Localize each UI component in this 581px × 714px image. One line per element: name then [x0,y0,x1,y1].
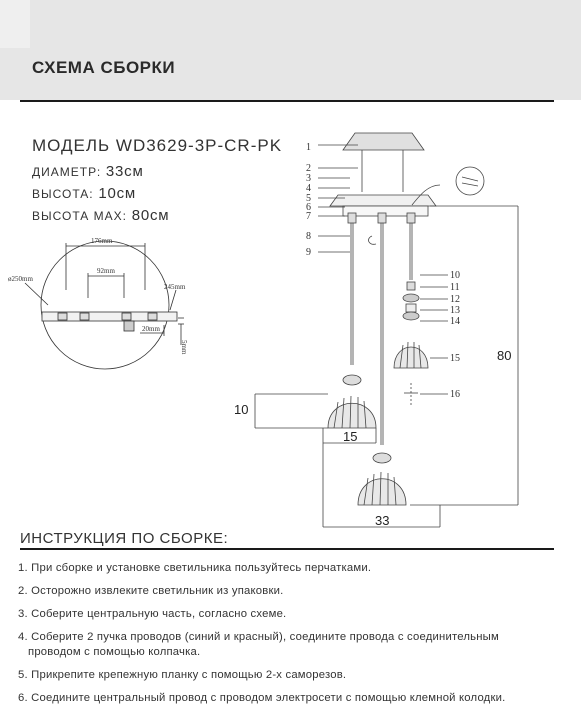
part-number: 7 [306,211,311,222]
dim-height-label: 245mm [164,283,186,291]
connector-wires [461,176,479,187]
cable-holder [347,212,357,224]
step-text-continued: проводом с помощью колпачка. [28,646,201,658]
bar-screw [123,320,135,332]
canopy [329,194,437,207]
list-item: 1. При сборке и установке светильника по… [18,561,573,576]
header-band [0,0,581,100]
part-number: 5 [306,193,311,204]
instructions-list: 1. При сборке и установке светильника по… [18,561,573,714]
leader-line [24,282,49,306]
part-number: 11 [450,282,460,293]
bar-slot [79,312,90,321]
spec-label: ВЫСОТА: [32,187,94,201]
list-item: 2. Осторожно извлеките светильник из упа… [18,584,573,599]
step-text: При сборке и установке светильника польз… [31,562,372,574]
page-title: СХЕМА СБОРКИ [32,58,176,77]
instructions-heading: ИНСТРУКЦИЯ ПО СБОРКЕ: [20,530,229,547]
dim-shade-height: 10 [234,402,248,417]
dim-offset-label: 20mm [142,325,160,333]
spec-label: ВЫСОТА MAX: [32,209,127,223]
step-text: Соберите центральную часть, согласно схе… [31,608,287,620]
mount-bar [41,311,178,322]
cable-wire [411,184,441,206]
mount-plate-diagram [24,240,184,370]
shade-exploded [393,346,429,369]
step-number: 4. [18,631,28,643]
bar-slot [57,312,68,321]
spec-value: 80см [131,207,170,224]
spec-height-max: ВЫСОТА MAX: 80см [32,207,169,224]
spec-diameter: ДИАМЕТР: 33см [32,163,144,180]
part-sleeve [406,281,416,291]
part-socket [405,303,417,313]
shade-cap [372,452,392,464]
cable-holder [377,212,387,224]
list-item: 4. Соберите 2 пучка проводов (синий и кр… [18,630,573,660]
header-accent [0,0,30,48]
shade-ribs [333,395,367,429]
canopy-circle [40,240,170,370]
step-number: 2. [18,585,28,597]
part-number: 14 [450,316,460,327]
step-number: 1. [18,562,28,574]
part-number: 4 [306,183,311,194]
bar-slot [121,312,132,321]
instructions-divider [20,548,554,550]
step-text: Соедините центральный провод с проводом … [31,692,506,704]
cable-holder [406,212,416,224]
spec-label: ДИАМЕТР: [32,165,102,179]
spec-height: ВЫСОТА: 10см [32,185,136,202]
shade-left [327,403,377,429]
dim-shade-width: 15 [343,429,357,444]
part-number: 9 [306,247,311,258]
part-number: 1 [306,142,311,153]
list-item: 5. Прикрепите крепежную планку с помощью… [18,668,573,683]
list-item: 6. Соедините центральный провод с провод… [18,691,573,706]
step-text: Прикрепите крепежную планку с помощью 2-… [31,669,347,681]
part-number: 13 [450,305,460,316]
step-number: 6. [18,692,28,704]
shade-ribs [399,341,422,369]
leader-line [169,289,177,311]
dim-width-label: 176mm [91,237,113,245]
connector-detail [455,166,485,196]
spec-value: 10см [98,185,137,202]
step-number: 5. [18,669,28,681]
dim-diameter-label: ø250mm [8,275,33,283]
part-number: 3 [306,173,311,184]
part-number: 15 [450,353,460,364]
model-name: МОДЕЛЬ WD3629-3P-CR-PK [32,136,283,155]
header-divider [20,100,554,102]
spec-value: 33см [105,163,144,180]
part-number: 6 [306,202,311,213]
part-number: 16 [450,389,460,400]
dim-total-width: 33 [375,513,389,528]
dim-thickness-label: 5mm [180,340,188,355]
hook-detail [368,235,377,245]
part-ring [402,311,420,321]
part-number: 10 [450,270,460,281]
dim-height-max: 80 [497,348,511,363]
shade-cap [342,374,362,386]
part-number: 2 [306,163,311,174]
step-text: Осторожно извлеките светильник из упаков… [31,585,284,597]
step-number: 3. [18,608,28,620]
chandelier-diagram [254,132,519,528]
list-item: 3. Соберите центральную часть, согласно … [18,607,573,622]
dim-inner-label: 92mm [97,267,115,275]
part-nut [402,293,420,303]
part-number: 8 [306,231,311,242]
shade-ribs [363,471,397,506]
shade-center [357,478,407,506]
bar-slot [147,312,158,321]
ceiling-plate [342,132,425,151]
part-number: 12 [450,294,460,305]
step-text: Соберите 2 пучка проводов (синий и красн… [31,631,499,643]
